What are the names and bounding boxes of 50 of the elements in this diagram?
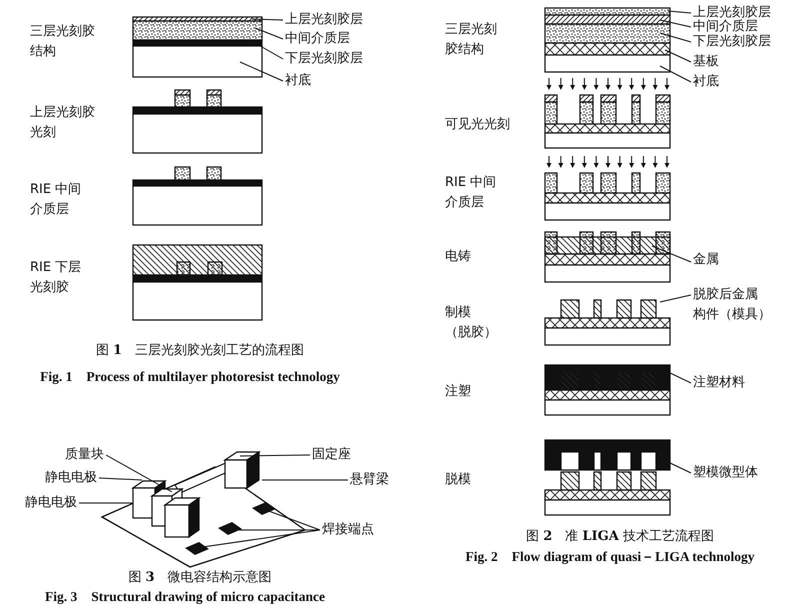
part-label: 基板 <box>693 52 719 72</box>
part-label: 固定座 <box>312 445 351 465</box>
part-label: 脱胶后金属构件（模具） <box>693 285 771 325</box>
leader-line <box>668 462 692 474</box>
part-label: 悬臂梁 <box>350 470 389 490</box>
leader-line <box>240 62 284 82</box>
part-label: 静电电极 <box>25 493 77 513</box>
part-label: 静电电极 <box>45 468 97 488</box>
figure-caption: 图 3 微电容结构示意图 <box>128 569 272 587</box>
leader-line <box>660 294 692 302</box>
part-label: 塑模微型体 <box>693 463 758 483</box>
step-label: RIE 中间介质层 <box>30 181 82 219</box>
part-label: 注塑材料 <box>693 373 745 393</box>
part-label: 金属 <box>693 250 719 270</box>
part-label: 中间介质层 <box>285 29 350 49</box>
figure-caption: Fig. 2 Flow diagram of quasi－LIGA technology <box>466 548 754 566</box>
step-label: 三层光刻胶结构 <box>30 23 95 61</box>
step-label: 电铸 <box>445 248 471 266</box>
figure-caption: 图 2 准 LIGA 技术工艺流程图 <box>526 528 714 546</box>
figure-caption: 图 1 三层光刻胶光刻工艺的流程图 <box>96 342 304 360</box>
leader-line <box>98 478 142 480</box>
step-label: 三层光刻胶结构 <box>445 21 497 59</box>
leader-line <box>668 372 692 384</box>
leader-line <box>78 502 132 504</box>
leader-line <box>652 246 692 262</box>
part-label: 质量块 <box>65 445 104 465</box>
leader-line <box>660 66 692 82</box>
part-label: 衬底 <box>285 71 311 91</box>
step-label: RIE 中间介质层 <box>445 174 496 212</box>
leader-line <box>240 454 310 456</box>
leader-line <box>660 32 692 42</box>
figure-caption: Fig. 3 Structural drawing of micro capacitance <box>45 588 325 606</box>
leader-line <box>664 50 692 62</box>
step-label: 上层光刻胶光刻 <box>30 104 95 142</box>
leader-line <box>660 20 692 28</box>
leader-line <box>106 454 172 492</box>
leader-line <box>254 28 284 40</box>
figure-caption: Fig. 1 Process of multilayer photoresist technology <box>40 368 340 386</box>
leader-line <box>252 18 284 20</box>
step-label: 制模（脱胶） <box>445 304 497 342</box>
step-label: 注塑 <box>445 383 471 401</box>
part-label: 下层光刻胶层 <box>285 49 363 69</box>
part-label: 上层光刻胶层 <box>285 10 363 30</box>
step-label: RIE 下层光刻胶 <box>30 259 82 297</box>
part-label: 下层光刻胶层 <box>693 32 771 52</box>
leader-line <box>668 10 692 14</box>
part-label: 焊接端点 <box>322 520 374 540</box>
step-label: 脱模 <box>445 471 471 489</box>
step-label: 可见光光刻 <box>445 116 510 134</box>
part-label: 衬底 <box>693 72 719 92</box>
